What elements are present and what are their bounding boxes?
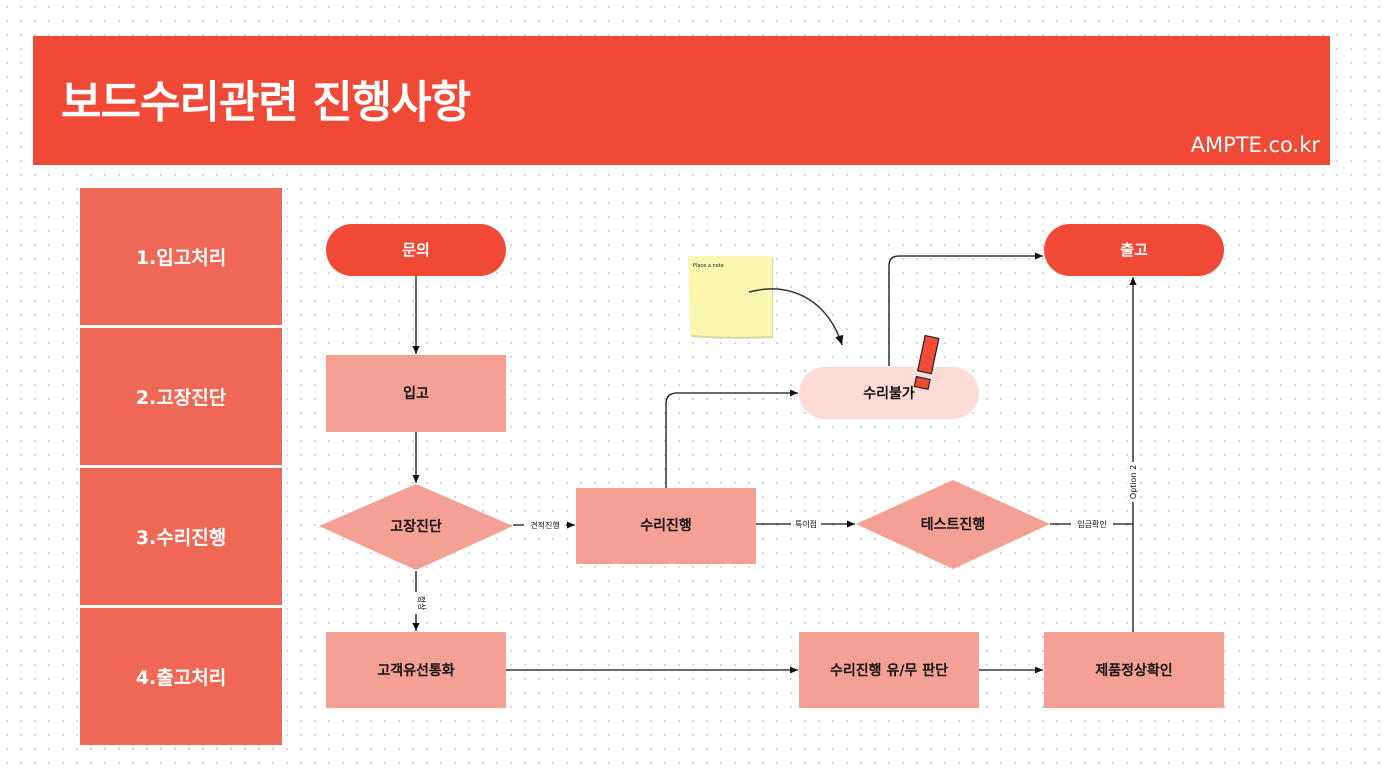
node-product-check-label: 제품정상확인 bbox=[1095, 662, 1172, 679]
edge-label-payment: 입금확인 bbox=[1077, 519, 1106, 529]
lane-repair: 3.수리진행 bbox=[80, 468, 282, 605]
exclamation-icon bbox=[913, 334, 940, 391]
edge-label-normal: 정상 bbox=[417, 596, 427, 611]
node-not-repairable bbox=[799, 367, 979, 419]
node-release bbox=[1044, 224, 1224, 276]
lane-release: 4.출고처리 bbox=[80, 608, 282, 745]
node-intake-label: 입고 bbox=[403, 386, 429, 402]
edge-label-estimate: 견적진행 bbox=[530, 520, 559, 530]
note-text: Place a note bbox=[693, 263, 724, 269]
node-inquiry bbox=[326, 224, 506, 276]
edge-label-special: 특이점 bbox=[795, 519, 817, 529]
node-diagnosis-label: 고장진단 bbox=[390, 518, 442, 535]
sticky-note[interactable]: Place a note bbox=[688, 256, 773, 339]
node-customer-call-label: 고객유선통화 bbox=[377, 662, 454, 679]
node-product-check bbox=[1044, 632, 1224, 708]
node-repair-label: 수리진행 bbox=[640, 517, 692, 534]
node-release-label: 출고 bbox=[1120, 241, 1148, 259]
edge-repair-notrepairable bbox=[665, 389, 798, 488]
node-customer-call bbox=[326, 632, 506, 708]
node-repair-decision bbox=[799, 632, 979, 708]
page-title: 보드수리관련 진행사항 bbox=[61, 77, 471, 128]
lane-intake: 1.입고처리 bbox=[80, 188, 282, 325]
node-intake bbox=[326, 355, 506, 432]
lane-diagnosis: 2.고장진단 bbox=[80, 328, 282, 465]
edge-notrepairable-release bbox=[888, 252, 1043, 366]
edges bbox=[412, 252, 1137, 674]
node-testing-label: 테스트진행 bbox=[921, 516, 985, 533]
node-repair bbox=[576, 488, 756, 564]
node-not-repairable-label: 수리불가 bbox=[863, 386, 915, 402]
node-testing bbox=[856, 480, 1050, 569]
header-banner: 보드수리관련 진행사항 AMPTE.co.kr bbox=[33, 36, 1330, 165]
node-repair-decision-label: 수리진행 유/무 판단 bbox=[830, 662, 948, 679]
node-diagnosis bbox=[319, 484, 513, 570]
site-name: AMPTE.co.kr bbox=[1190, 133, 1320, 157]
note-curved-arrow bbox=[748, 288, 844, 346]
node-inquiry-label: 문의 bbox=[402, 241, 430, 259]
edge-label-option2: Option 2 bbox=[1129, 465, 1138, 499]
